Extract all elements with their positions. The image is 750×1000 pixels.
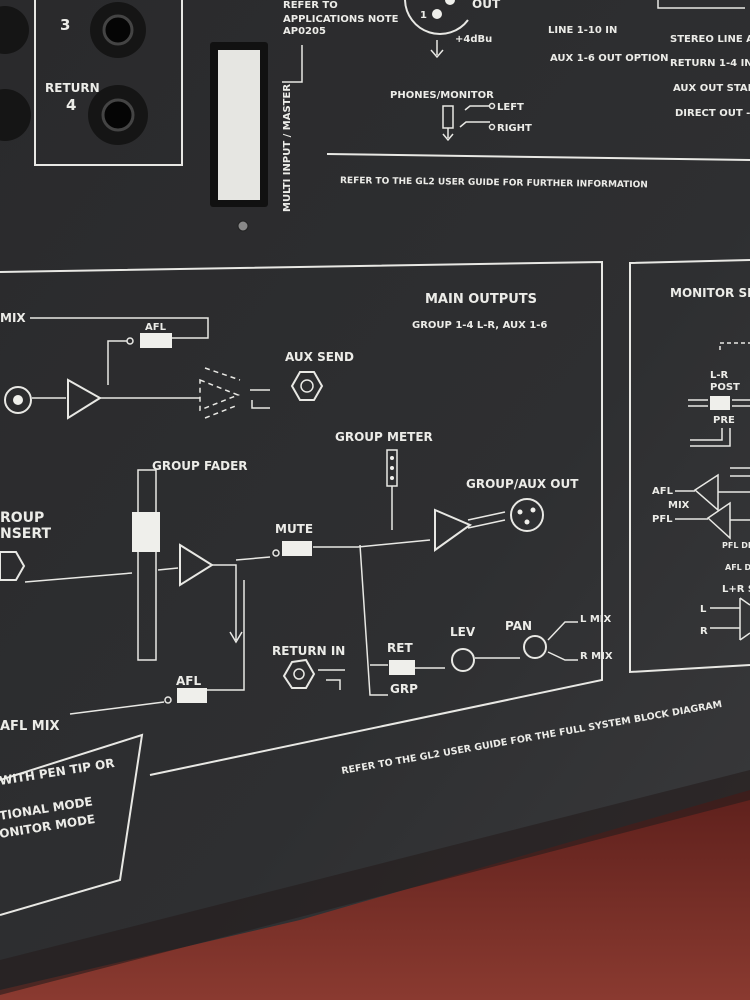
svg-text:AUX OUT STANDARD: AUX OUT STANDARD: [673, 83, 750, 94]
svg-text:RETURN IN: RETURN IN: [272, 644, 345, 658]
svg-text:MAIN OUTPUTS: MAIN OUTPUTS: [425, 292, 537, 307]
svg-text:APPLICATIONS NOTE: APPLICATIONS NOTE: [283, 14, 399, 25]
svg-text:+4dBu: +4dBu: [455, 34, 492, 45]
svg-text:MIX: MIX: [0, 311, 26, 325]
jack-socket[interactable]: [88, 85, 148, 145]
svg-text:MUTE: MUTE: [275, 522, 313, 536]
afl-bottom-switch[interactable]: [177, 688, 207, 703]
svg-text:AUX 1-6 OUT OPTION: AUX 1-6 OUT OPTION: [550, 53, 668, 64]
svg-text:PHONES/MONITOR: PHONES/MONITOR: [390, 90, 494, 101]
knob[interactable]: [4, 386, 32, 414]
svg-text:PFL: PFL: [652, 514, 673, 525]
svg-text:RIGHT: RIGHT: [497, 123, 532, 134]
svg-text:POST: POST: [710, 382, 740, 393]
svg-text:OUT: OUT: [472, 0, 501, 11]
svg-text:L MIX: L MIX: [580, 614, 612, 625]
svg-text:MONITOR SE: MONITOR SE: [670, 286, 750, 300]
monitor-section-diagram: MONITOR SE L-R POST PRE AFL MIX PFL PFL …: [629, 259, 750, 674]
panel-shadow-edge: [0, 770, 750, 995]
svg-text:GRP: GRP: [390, 682, 418, 696]
xlr-out-connector[interactable]: [510, 498, 544, 532]
svg-text:AFL: AFL: [145, 322, 167, 333]
lev-knob[interactable]: [451, 648, 475, 672]
svg-text:3: 3: [60, 16, 70, 34]
svg-text:RETURN: RETURN: [45, 81, 100, 95]
red-base: [0, 790, 750, 1000]
svg-text:STEREO LINE A IN: STEREO LINE A IN: [670, 34, 750, 45]
aux-send-jack[interactable]: [290, 371, 324, 401]
svg-text:LINE 1-10 IN: LINE 1-10 IN: [548, 25, 617, 36]
refer-top-note: REFER TO THE GL2 USER GUIDE FOR FURTHER …: [340, 176, 648, 190]
svg-text:GROUP METER: GROUP METER: [335, 430, 433, 444]
svg-text:NSERT: NSERT: [0, 526, 52, 542]
svg-text:AFL MIX: AFL MIX: [0, 719, 60, 734]
divider: [326, 153, 750, 161]
svg-text:GROUP/AUX OUT: GROUP/AUX OUT: [466, 477, 579, 491]
main-outputs-diagram: MAIN OUTPUTS GROUP 1-4 L-R, AUX 1-6 MIX …: [0, 260, 613, 776]
app-note: REFER TO APPLICATIONS NOTE AP0205: [282, 0, 399, 83]
return-in-jack[interactable]: [282, 658, 316, 689]
jack-socket[interactable]: [90, 2, 146, 58]
spec-list-right: STEREO LINE A IN RETURN 1-4 IN AUX OUT S…: [657, 0, 750, 119]
svg-text:AFL: AFL: [652, 486, 674, 497]
group-fader-cap[interactable]: [132, 512, 160, 552]
svg-text:GROUP FADER: GROUP FADER: [152, 459, 248, 473]
svg-text:LEV: LEV: [450, 625, 476, 639]
screw: [237, 220, 249, 232]
svg-text:DIRECT OUT -2dB: DIRECT OUT -2dB: [675, 108, 750, 119]
svg-text:1: 1: [420, 10, 427, 21]
ret-grp-switch[interactable]: [389, 660, 415, 675]
svg-text:PFL DI: PFL DI: [722, 541, 750, 550]
spec-list-left: LINE 1-10 IN AUX 1-6 OUT OPTION: [548, 25, 668, 64]
pan-knob[interactable]: [523, 635, 547, 659]
svg-text:AP0205: AP0205: [283, 26, 326, 37]
svg-text:L: L: [700, 604, 707, 615]
svg-text:R: R: [700, 626, 708, 637]
svg-text:L+R S: L+R S: [722, 584, 750, 595]
afl-switch[interactable]: [140, 333, 172, 348]
xlr-diagram: 1 OUT +4dBu: [404, 0, 501, 59]
svg-text:PAN: PAN: [505, 619, 532, 633]
svg-text:REFER TO: REFER TO: [283, 0, 338, 11]
svg-text:RETURN 1-4 IN: RETURN 1-4 IN: [670, 58, 750, 69]
svg-text:GROUP 1-4 L-R, AUX 1-6: GROUP 1-4 L-R, AUX 1-6: [412, 320, 547, 331]
svg-text:AFL DI: AFL DI: [725, 563, 750, 572]
jack-socket[interactable]: [0, 89, 31, 141]
mute-switch[interactable]: [282, 541, 312, 556]
svg-text:LEFT: LEFT: [497, 102, 524, 113]
svg-text:4: 4: [66, 96, 76, 114]
svg-text:MIX: MIX: [668, 500, 690, 511]
svg-text:R MIX: R MIX: [580, 651, 613, 662]
svg-text:ROUP: ROUP: [0, 510, 44, 526]
jack-socket[interactable]: [0, 6, 29, 54]
svg-text:L-R: L-R: [710, 370, 729, 381]
svg-text:RET: RET: [387, 641, 413, 655]
multi-input-label: MULTI INPUT / MASTER: [282, 84, 293, 212]
svg-text:AFL: AFL: [176, 674, 201, 688]
svg-text:AUX SEND: AUX SEND: [285, 350, 354, 364]
svg-text:PRE: PRE: [713, 415, 735, 426]
return-jack-box: 3 RETURN 4: [0, 0, 183, 166]
phones-monitor-diagram: PHONES/MONITOR LEFT RIGHT: [390, 90, 532, 142]
